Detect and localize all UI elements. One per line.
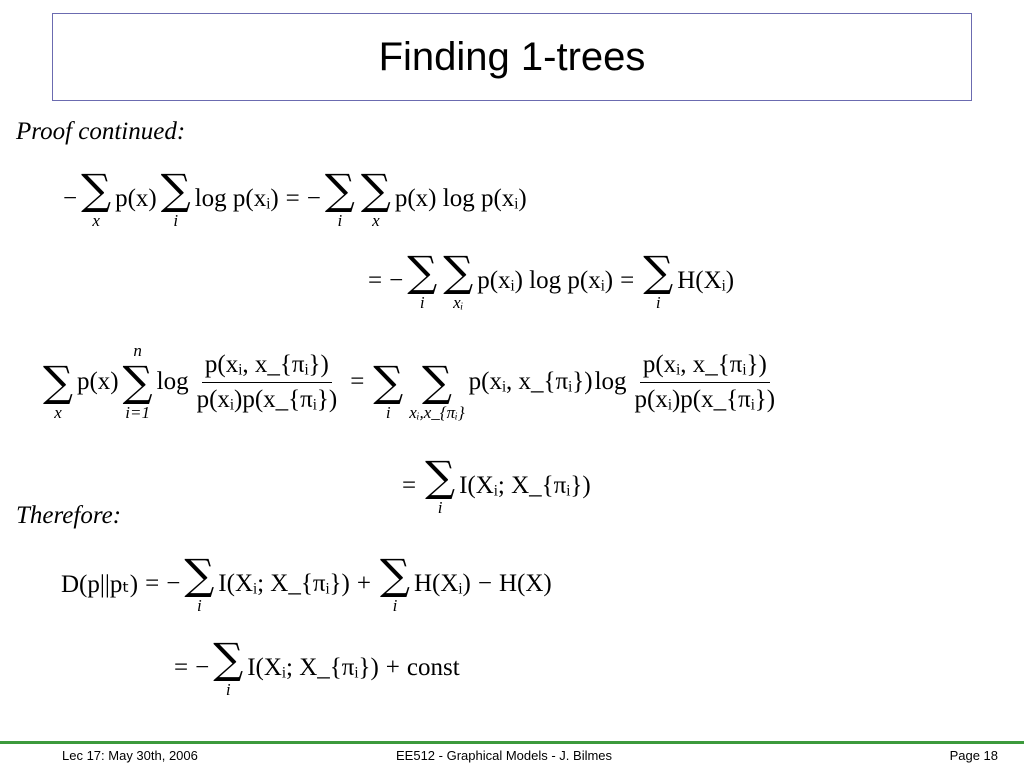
minus-sign: − [63,185,78,212]
equals-sign: = [145,570,160,597]
minus-sign: − [166,570,181,597]
equals-sign: = [174,654,189,681]
sum-symbol: ∑i [213,634,244,699]
term: p(x) [76,368,119,395]
equals-sign: = [402,472,417,499]
fraction: p(xᵢ, x_{πᵢ}) p(xᵢ)p(x_{πᵢ}) [632,351,779,414]
minus-sign: − [195,654,210,681]
divergence-term: D(p||pₜ) [61,571,139,598]
const-term: const [406,654,460,681]
fraction-numerator: p(xᵢ, x_{πᵢ}) [639,351,770,383]
equals-sign: = [350,368,365,395]
term: p(xᵢ) log p(xᵢ) [477,267,614,294]
term: I(Xᵢ; X_{πᵢ}) [218,570,350,597]
minus-sign: − [477,570,492,597]
therefore-label: Therefore: [16,502,122,529]
sum-symbol: ∑i [373,357,404,422]
sum-symbol: ∑i [407,247,438,312]
sum-symbol: ∑i [425,452,456,517]
sum-symbol: ∑xᵢ,x_{πᵢ} [409,357,465,422]
equals-sign: = [368,267,383,294]
equation-1: − ∑x p(x) ∑i log p(xᵢ) = − ∑i ∑x p(x) lo… [62,168,528,230]
sum-symbol: n∑i=1 [122,341,153,422]
equation-3: ∑x p(x) n∑i=1 log p(xᵢ, x_{πᵢ}) p(xᵢ)p(x… [40,342,782,422]
sum-symbol: ∑x [43,357,73,422]
term: log p(xᵢ) [194,185,279,212]
log-operator: log [594,368,627,395]
equation-2: = − ∑i ∑xᵢ p(xᵢ) log p(xᵢ) = ∑i H(Xᵢ) [362,250,735,312]
minus-sign: − [306,185,321,212]
footer-divider [0,741,1024,744]
term: p(x) [115,185,157,212]
sum-symbol: ∑i [160,165,191,230]
fraction-denominator: p(xᵢ)p(x_{πᵢ}) [196,385,338,413]
sum-symbol: ∑i [324,165,355,230]
plus-sign: + [385,654,400,681]
plus-sign: + [356,570,371,597]
term: H(X) [498,570,552,597]
term: I(Xᵢ; X_{πᵢ}) [459,472,591,499]
fraction: p(xᵢ, x_{πᵢ}) p(xᵢ)p(x_{πᵢ}) [194,351,341,414]
equation-4: = ∑i I(Xᵢ; X_{πᵢ}) [396,455,592,517]
title-box: Finding 1-trees [52,13,972,101]
footer-right: Page 18 [949,748,998,763]
term: p(xᵢ, x_{πᵢ}) [468,368,593,395]
log-operator: log [156,368,189,395]
sum-symbol: ∑x [81,165,112,230]
sum-symbol: ∑i [184,550,215,615]
term: I(Xᵢ; X_{πᵢ}) [247,654,379,681]
sum-symbol: ∑i [380,550,410,615]
fraction-denominator: p(xᵢ)p(x_{πᵢ}) [634,385,776,413]
equals-sign: = [620,267,635,294]
sum-symbol: ∑xᵢ [443,247,474,312]
fraction-numerator: p(xᵢ, x_{πᵢ}) [201,351,332,383]
minus-sign: − [389,267,404,294]
equation-5: D(p||pₜ) = − ∑i I(Xᵢ; X_{πᵢ}) + ∑i H(Xᵢ)… [60,553,553,615]
proof-label: Proof continued: [16,118,186,145]
equals-sign: = [285,185,300,212]
term: H(Xᵢ) [413,570,471,597]
term: p(x) log p(xᵢ) [394,185,527,212]
term: H(Xᵢ) [677,267,735,294]
footer-center: EE512 - Graphical Models - J. Bilmes [396,748,613,763]
sum-symbol: ∑i [643,247,674,312]
footer-left: Lec 17: May 30th, 2006 [62,748,198,763]
sum-symbol: ∑x [360,165,391,230]
slide-title: Finding 1-trees [378,34,646,79]
equation-6: = − ∑i I(Xᵢ; X_{πᵢ}) + const [168,637,461,699]
